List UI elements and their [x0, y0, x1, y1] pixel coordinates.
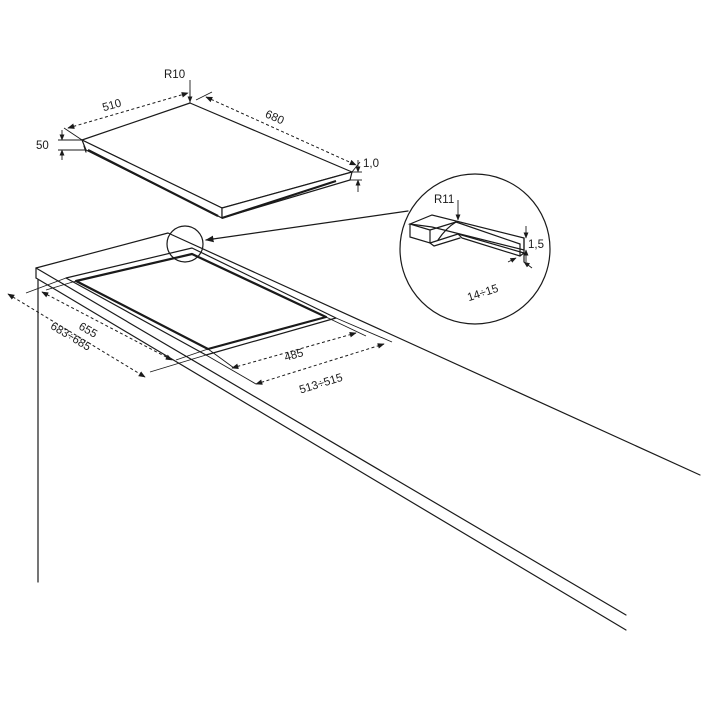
hob-body	[87, 149, 337, 220]
hob-dimensions	[58, 80, 362, 192]
rebate-profile	[407, 214, 525, 263]
label-hob-radius: R10	[164, 69, 185, 81]
label-cutout-width-range: 513÷515	[298, 372, 344, 397]
label-cutout-width: 485	[283, 347, 305, 364]
label-hob-thickness: 1,0	[363, 158, 379, 170]
cutout-dimensions	[7, 277, 393, 385]
worktop	[35, 232, 701, 631]
detail-magnified-circle	[399, 173, 551, 325]
label-detail-rebate-width: 14÷15	[466, 283, 500, 304]
worktop-front-edge	[35, 267, 627, 616]
worktop-front-lower-edge	[35, 277, 627, 631]
detail-leader-arrow	[205, 210, 409, 243]
label-detail-rebate-depth: 1,5	[528, 239, 544, 251]
detail-source-circle	[166, 225, 204, 263]
label-detail-radius: R11	[434, 194, 454, 206]
hob-top-surface	[81, 102, 353, 209]
label-hob-height: 50	[36, 140, 49, 152]
label-hob-width: 510	[101, 97, 123, 114]
worktop-back-edge	[35, 232, 701, 476]
hob-unit	[80, 102, 353, 220]
detail-callout	[166, 173, 551, 325]
worktop-cutout-rebate	[74, 252, 328, 351]
